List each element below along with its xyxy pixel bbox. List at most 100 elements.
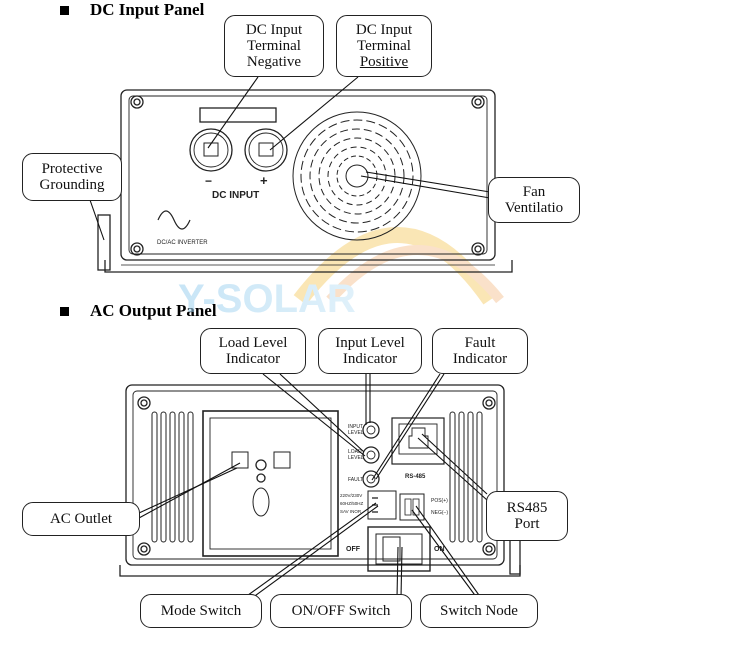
leader-rs485-2 [421,433,488,495]
leader-switch-node-1 [411,509,478,599]
callout-onoff-line-1: ON/OFF Switch [291,603,391,619]
callout-onoff-switch: ON/OFF Switch [270,594,412,628]
callout-fan-line-2: Ventilatio [504,200,564,216]
leader-onoff-2 [400,546,403,599]
leader-ac-outlet-2 [138,462,241,519]
ac-panel-drawing [119,384,521,577]
mode-dip-switch [367,490,397,520]
right-vents [449,411,483,543]
dc-panel-body [120,89,496,261]
callout-dc-positive-line-1: DC Input [355,22,413,38]
mode-text-3: SAV INOR [340,509,362,514]
callout-fault-line-2: Indicator [452,351,508,367]
ac-corner-screws [137,396,496,556]
fault-text: FAULT [348,477,363,483]
callout-dc-negative-line-3: Negative [246,54,302,70]
brand-label: DC/AC INVERTER [157,240,208,246]
watermark-text: Y-SOLAR [178,277,356,321]
callout-dc-input-negative: DC Input Terminal Negative [224,15,324,77]
callout-dc-input-positive: DC Input Terminal Positive [336,15,432,77]
callout-input-level-indicator: Input Level Indicator [318,328,422,374]
leader-load-level-1 [262,373,366,457]
dc-terminal-positive [244,128,288,172]
callout-load-level-line-2: Indicator [225,351,281,367]
callout-protective-grounding: Protective Grounding [22,153,122,201]
leader-dc-negative [207,76,259,149]
input-level-text-2: LEVEL [348,430,364,436]
rs485-text: RS-485 [405,474,426,480]
dc-input-label: DC INPUT [212,190,259,201]
on-text: ON [434,546,445,553]
switch-node-block [399,493,425,521]
leader-lines [89,76,491,602]
watermark: Y-SOLAR [178,227,504,321]
rs485-port [391,417,445,465]
callout-fault-indicator: Fault Indicator [432,328,528,374]
callout-load-level-line-1: Load Level [218,335,288,351]
callout-input-level-line-1: Input Level [335,335,405,351]
callout-ac-outlet: AC Outlet [22,502,140,536]
leader-load-level-2 [279,373,365,453]
ac-panel-body [125,384,505,566]
fault-led [362,470,380,488]
leader-grounding [89,199,105,241]
ac-panel-text: INPUT LEVEL LOAD LEVEL FAULT RS-485 220V… [340,424,448,553]
callout-rs485-line-1: RS485 [506,500,548,516]
ac-section-bullet [60,307,69,316]
dc-panel-drawing [97,89,513,273]
dc-terminal-negative [189,128,233,172]
onoff-rocker-switch [367,526,431,572]
leader-fan-2 [365,171,491,193]
leader-rs485-1 [417,437,488,501]
dc-section-bullet [60,6,69,15]
callout-dc-negative-line-2: Terminal [247,38,301,54]
callout-dc-positive-line-3: Positive [359,54,409,70]
sine-wave-logo [157,210,191,230]
callout-fan-line-1: Fan [522,184,546,200]
grounding-post [97,214,111,271]
load-level-text-2: LEVEL [348,455,364,461]
leader-mode-switch-1 [243,502,377,599]
callout-grounding-line-1: Protective [41,161,103,177]
dc-panel-text: − + DC INPUT DC/AC INVERTER [157,173,268,246]
callout-fan-ventilation: Fan Ventilatio [488,177,580,223]
callout-grounding-line-2: Grounding [39,177,105,193]
ac-outlet-socket [202,410,339,557]
callout-fault-line-1: Fault [464,335,496,351]
input-level-led [362,421,380,439]
dc-label-plate [199,107,277,123]
callout-ac-outlet-line-1: AC Outlet [49,511,113,527]
dc-panel-base [104,260,513,273]
leader-switch-node-2 [415,505,482,599]
dc-plus-sign: + [260,173,268,188]
callout-mode-switch: Mode Switch [140,594,262,628]
off-text: OFF [346,546,361,553]
load-level-led [362,446,380,464]
dc-panel-title: DC Input Panel [90,0,205,19]
callout-switch-node-line-1: Switch Node [440,603,518,619]
callout-dc-negative-line-1: DC Input [245,22,303,38]
callout-switch-node: Switch Node [420,594,538,628]
callout-input-level-line-2: Indicator [342,351,398,367]
leader-fault-2 [375,373,445,480]
dc-minus-sign: − [205,174,212,188]
mode-text-2: 60HZ/50HZ [340,501,364,506]
fan-grill [292,111,422,241]
leader-mode-switch-2 [247,505,379,602]
pos-text: POS(+) [431,498,448,504]
leader-fault-1 [371,373,441,481]
mode-text-1: 220V/230V [340,493,362,498]
callout-rs485-line-2: Port [514,516,540,532]
ac-panel-title: AC Output Panel [90,301,217,320]
load-level-text-1: LOAD [348,449,362,455]
left-vents [151,411,194,543]
callout-mode-switch-line-1: Mode Switch [160,603,242,619]
neg-text: NEG(−) [431,510,448,516]
leader-ac-outlet-1 [138,467,238,514]
leader-onoff-1 [396,546,399,599]
dc-panel-inner-edge [128,95,488,255]
callout-dc-positive-line-2: Terminal [357,38,411,54]
leader-dc-positive [269,76,359,151]
input-level-text-1: INPUT [348,424,363,430]
